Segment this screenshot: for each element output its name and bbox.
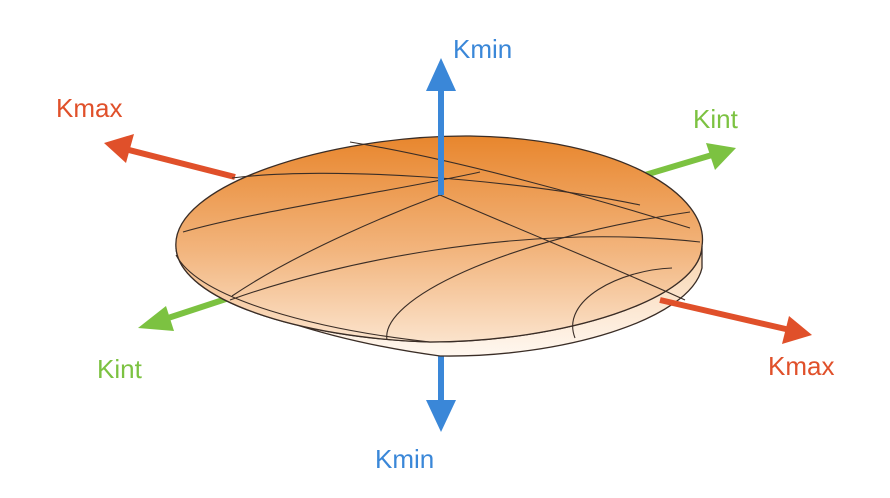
kint-axis-top <box>644 143 736 178</box>
kmin-top-label: Kmin <box>453 34 512 64</box>
kmax-axis-right <box>659 297 812 344</box>
kint-bottom-label: Kint <box>97 354 143 384</box>
kmax-axis-left <box>104 134 236 180</box>
kmin-axis-bottom <box>426 355 456 432</box>
kint-axis-bottom <box>138 294 233 331</box>
kint-top-label: Kint <box>693 104 739 134</box>
kmax-right-label: Kmax <box>768 351 834 381</box>
ellipsoid-body <box>175 135 704 357</box>
kmax-left-label: Kmax <box>56 93 122 123</box>
kmin-axis-top <box>426 58 456 195</box>
surface-grid-lines <box>175 141 701 343</box>
kmin-bottom-label: Kmin <box>375 444 434 474</box>
